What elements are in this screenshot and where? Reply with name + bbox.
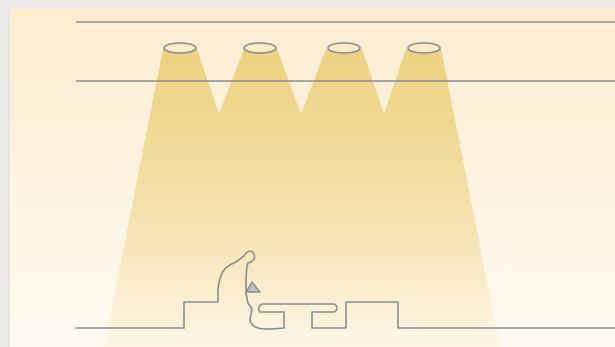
illustration bbox=[8, 8, 615, 347]
lighting-diagram bbox=[8, 8, 615, 347]
downlight-fixture-4 bbox=[408, 43, 440, 53]
page-left-edge bbox=[8, 8, 10, 347]
downlight-fixture-2 bbox=[244, 43, 276, 53]
downlight-fixture-3 bbox=[328, 43, 360, 53]
downlight-fixture-1 bbox=[164, 43, 196, 53]
